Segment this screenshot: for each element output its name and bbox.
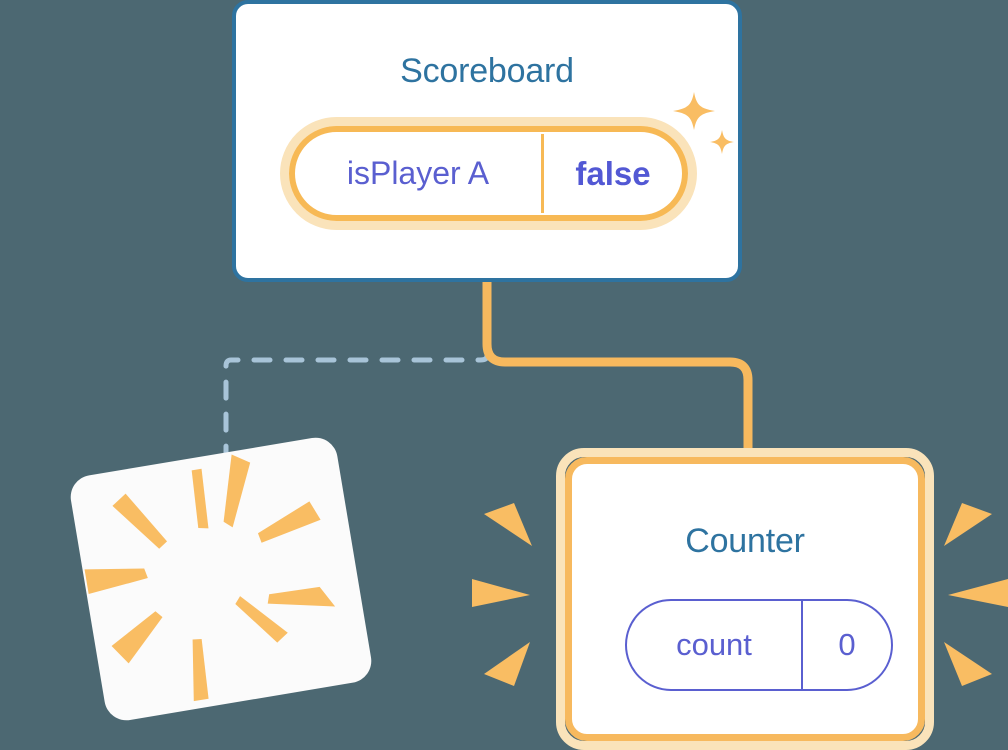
sparkle-group xyxy=(673,92,734,154)
counter-title: Counter xyxy=(685,522,805,560)
counter-left-rays xyxy=(472,503,532,686)
counter-state-pill[interactable]: count 0 xyxy=(625,599,893,691)
scoreboard-title: Scoreboard xyxy=(400,52,574,90)
counter-right-rays xyxy=(944,503,1008,686)
burst-effect-icon xyxy=(84,454,336,702)
pill-divider xyxy=(541,134,544,213)
scoreboard-state-key: isPlayer A xyxy=(346,155,490,191)
scoreboard-state-pill-inner: isPlayer A false xyxy=(289,126,688,221)
ray-icon xyxy=(944,503,992,546)
ray-icon xyxy=(472,579,530,607)
ray-icon xyxy=(484,503,532,546)
pill-divider xyxy=(801,601,803,689)
scoreboard-state-pill[interactable]: isPlayer A false xyxy=(280,117,697,230)
connector-scoreboard-to-counter xyxy=(482,282,753,460)
sparkle-icon xyxy=(710,130,734,154)
ray-icon xyxy=(944,642,992,686)
sparkle-icon xyxy=(673,92,715,130)
counter-card-surface: Counter count 0 xyxy=(565,457,925,741)
scoreboard-state-value: false xyxy=(575,154,651,192)
counter-state-value: 0 xyxy=(838,627,856,662)
scoreboard-card[interactable]: Scoreboard isPlayer A false xyxy=(232,0,742,282)
counter-state-key: count xyxy=(676,627,752,662)
counter-card[interactable]: Counter count 0 xyxy=(556,448,934,750)
flash-card[interactable] xyxy=(67,434,375,724)
ray-icon xyxy=(484,642,530,686)
ray-icon xyxy=(948,579,1008,607)
